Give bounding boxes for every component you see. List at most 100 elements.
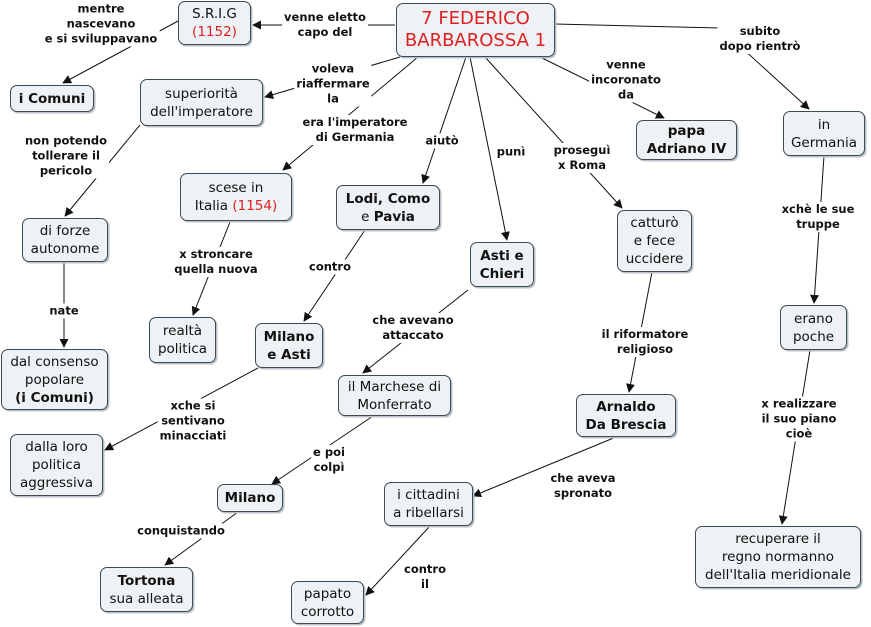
node-erano[interactable]: erano poche (780, 305, 847, 350)
node-tortona[interactable]: Tortona sua alleata (100, 567, 193, 612)
link-label-line: sentivano (161, 413, 225, 428)
link-label-line: colpì (313, 460, 345, 474)
asti-chieri-line2: Chieri (479, 265, 525, 282)
consenso-line2: popolare (24, 371, 85, 388)
link-label-line: era l'imperatore (302, 115, 408, 129)
node-lodi[interactable]: Lodi, Como e Pavia (336, 185, 440, 230)
loro-line1: dalla loro (25, 439, 88, 455)
node-milano-asti[interactable]: Milano e Asti (255, 323, 323, 368)
link-label-line: incoronato (591, 72, 661, 87)
milano-label: Milano (224, 490, 276, 506)
link-label-line: voleva (311, 61, 355, 76)
node-marchese[interactable]: il Marchese di Monferrato (338, 375, 451, 416)
link-label-line: il suo piano (761, 411, 837, 426)
tortona-line1: Tortona (117, 572, 176, 589)
scese-year: (1154) (232, 198, 278, 214)
node-consenso[interactable]: dal consenso popolare (i Comuni) (1, 349, 108, 410)
link-label-stroncare: x stroncare quella nuova (172, 247, 260, 277)
milano-asti-line2: e Asti (267, 346, 311, 363)
title-line1: 7 FEDERICO (421, 8, 530, 29)
node-srig[interactable]: S.R.I.G (1152) (178, 1, 251, 45)
link-label-line: truppe (796, 217, 840, 231)
node-arnaldo[interactable]: Arnaldo Da Brescia (576, 394, 676, 437)
link-label-line: minacciati (159, 428, 227, 443)
srig-label: S.R.I.G (192, 6, 237, 22)
link-label-mentre: mentre nascevano e si sviluppavano (42, 1, 160, 47)
link-label-line: contro (309, 259, 351, 274)
link-label-line: proseguì (553, 143, 611, 157)
erano-line2: poche (792, 328, 835, 345)
link-label-line: venne eletto (284, 10, 366, 24)
link-label-line: conquistando (137, 523, 225, 538)
link-label-line: aiutò (425, 133, 459, 148)
link-label-xche-truppe: xchè le sue truppe (779, 202, 857, 232)
link-label-voleva: voleva riaffermare la (294, 61, 372, 107)
catturo-line2: e fece (633, 233, 676, 249)
node-catturo[interactable]: catturò e fece uccidere (617, 210, 692, 272)
link-label-prosegui: proseguì x Roma (551, 143, 613, 173)
link-label-line: di Germania (315, 130, 395, 144)
cittadini-line1: i cittadini (397, 487, 460, 503)
node-recuperare[interactable]: recuperare il regno normanno dell'Italia… (695, 526, 861, 588)
link-label-line: nate (49, 303, 79, 318)
forze-line2: autonome (30, 241, 100, 257)
marchese-line1: il Marchese di (347, 378, 442, 395)
node-cittadini[interactable]: i cittadini a ribellarsi (384, 482, 473, 526)
link-label-line: nascevano (66, 16, 136, 31)
node-milano[interactable]: Milano (217, 484, 283, 512)
germania-line2: Germania (790, 134, 858, 151)
link-label-line: e poi (313, 445, 345, 459)
forze-line1: di forze (39, 223, 91, 239)
srig-year: (1152) (192, 24, 237, 40)
link-label-puni: punì (494, 144, 528, 160)
recuperare-line1: recuperare il (735, 531, 821, 547)
milano-asti-line1: Milano (263, 328, 315, 345)
recuperare-line3: dell'Italia meridionale (705, 567, 851, 583)
link-label-line: x realizzare (761, 396, 837, 411)
link-label-line: e si sviluppavano (44, 31, 158, 46)
node-realta[interactable]: realtà politica (149, 317, 216, 363)
node-germania[interactable]: in Germania (783, 111, 865, 156)
superiorita-line1: superiorità (165, 85, 238, 102)
erano-line1: erano (794, 310, 833, 327)
link-label-venne-eletto: venne eletto capo del (282, 10, 368, 40)
node-title[interactable]: 7 FEDERICO BARBAROSSA 1 (396, 3, 555, 57)
node-papa[interactable]: papa Adriano IV (636, 120, 737, 160)
link-label-non-potendo: non potendo tollerare il pericolo (22, 133, 110, 179)
link-label-line: religioso (616, 342, 674, 356)
link-label-line: dopo rientrò (719, 39, 801, 53)
node-superiorita[interactable]: superiorità dell'imperatore (140, 79, 263, 126)
arnaldo-line2: Da Brescia (585, 416, 667, 433)
germania-line1: in (817, 116, 831, 133)
link-label-riformatore: il riformatore religioso (599, 327, 691, 357)
link-label-line: mentre (77, 1, 125, 16)
node-scese[interactable]: scese in Italia (1154) (180, 173, 292, 221)
lodi-line2: e Pavia (361, 208, 415, 226)
link-label-aiuto: aiutò (423, 133, 461, 149)
link-label-line: che avevano (372, 313, 454, 327)
link-label-avevano: che avevano attaccato (370, 313, 456, 343)
node-comuni[interactable]: i Comuni (10, 85, 94, 112)
scese-line2: Italia (1154) (195, 197, 278, 215)
link-label-line: il riformatore (601, 327, 689, 341)
realta-line2: politica (157, 341, 208, 357)
link-label-xche-si: xche si sentivano minacciati (157, 398, 229, 444)
node-papato[interactable]: papato corrotto (291, 581, 364, 624)
link-label-line: punì (496, 144, 526, 159)
arnaldo-line1: Arnaldo (596, 398, 656, 415)
link-label-line: capo del (297, 25, 353, 39)
asti-chieri-line1: Asti e (480, 247, 524, 264)
link-label-line: venne (606, 57, 646, 72)
link-label-line: il (421, 577, 429, 591)
link-label-aveva-spronato: che aveva spronato (548, 471, 618, 501)
papato-line2: corrotto (300, 603, 355, 620)
loro-line3: aggressiva (19, 475, 94, 491)
node-asti-chieri[interactable]: Asti e Chieri (470, 242, 534, 287)
link-label-line: da (617, 87, 634, 102)
node-forze[interactable]: di forze autonome (22, 218, 108, 262)
link-label-conquistando: conquistando (135, 523, 227, 539)
node-loro[interactable]: dalla loro politica aggressiva (10, 434, 103, 496)
link-label-line: quella nuova (174, 262, 258, 276)
link-label-line: riaffermare (296, 76, 370, 91)
superiorita-line2: dell'imperatore (150, 103, 253, 120)
